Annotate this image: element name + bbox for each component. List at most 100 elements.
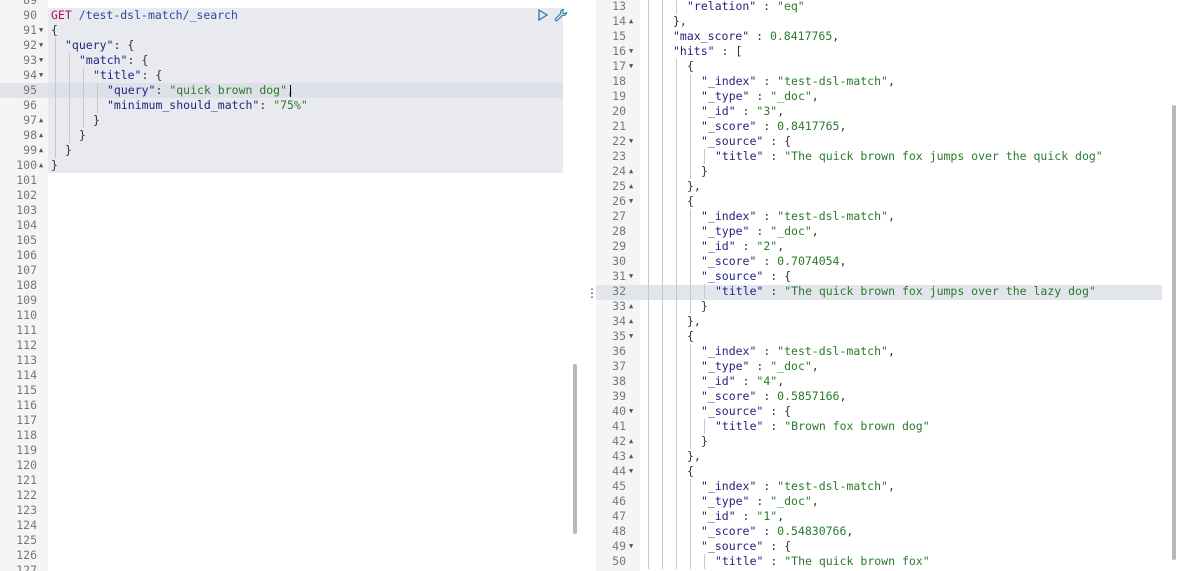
response-scrollbar[interactable] xyxy=(1172,105,1176,560)
response-line[interactable]: 34▲}, xyxy=(596,314,1178,329)
response-line[interactable]: 41"title" : "Brown fox brown dog" xyxy=(596,419,1178,434)
response-line[interactable]: 26▼{ xyxy=(596,194,1178,209)
request-line[interactable]: 122 xyxy=(0,488,580,503)
response-line[interactable]: 33▲} xyxy=(596,299,1178,314)
response-viewer[interactable]: 13"relation" : "eq"14▲},15"max_score" : … xyxy=(596,0,1178,571)
response-line[interactable]: 16▼"hits" : [ xyxy=(596,44,1178,59)
fold-open-icon[interactable]: ▼ xyxy=(629,197,634,205)
response-line[interactable]: 46"_type" : "_doc", xyxy=(596,494,1178,509)
response-line[interactable]: 49▼"_source" : { xyxy=(596,539,1178,554)
request-line[interactable]: 127 xyxy=(0,563,580,571)
request-line[interactable]: 100▲} xyxy=(0,158,580,173)
request-line[interactable]: 117 xyxy=(0,413,580,428)
request-line[interactable]: 107 xyxy=(0,263,580,278)
response-line[interactable]: 27"_index" : "test-dsl-match", xyxy=(596,209,1178,224)
request-line[interactable]: 120 xyxy=(0,458,580,473)
request-line[interactable]: 104 xyxy=(0,218,580,233)
fold-open-icon[interactable]: ▼ xyxy=(629,137,634,145)
response-line[interactable]: 47"_id" : "1", xyxy=(596,509,1178,524)
response-line[interactable]: 18"_index" : "test-dsl-match", xyxy=(596,74,1178,89)
request-line[interactable]: 111 xyxy=(0,323,580,338)
fold-open-icon[interactable]: ▼ xyxy=(629,62,634,70)
request-line[interactable]: 121 xyxy=(0,473,580,488)
request-line[interactable]: 101 xyxy=(0,173,580,188)
response-line[interactable]: 23"title" : "The quick brown fox jumps o… xyxy=(596,149,1178,164)
request-line[interactable]: 93▼"match": { xyxy=(0,53,580,68)
fold-open-icon[interactable]: ▼ xyxy=(39,41,44,49)
response-line[interactable]: 24▲} xyxy=(596,164,1178,179)
response-line[interactable]: 30"_score" : 0.7074054, xyxy=(596,254,1178,269)
request-line[interactable]: 102 xyxy=(0,188,580,203)
request-line[interactable]: 95"query": "quick brown dog", xyxy=(0,83,580,98)
response-line[interactable]: 38"_id" : "4", xyxy=(596,374,1178,389)
fold-open-icon[interactable]: ▼ xyxy=(39,71,44,79)
request-line[interactable]: 124 xyxy=(0,518,580,533)
request-line[interactable]: 112 xyxy=(0,338,580,353)
response-line[interactable]: 20"_id" : "3", xyxy=(596,104,1178,119)
request-line[interactable]: 119 xyxy=(0,443,580,458)
request-line[interactable]: 125 xyxy=(0,533,580,548)
request-line[interactable]: 94▼"title": { xyxy=(0,68,580,83)
response-line[interactable]: 36"_index" : "test-dsl-match", xyxy=(596,344,1178,359)
response-line[interactable]: 15"max_score" : 0.8417765, xyxy=(596,29,1178,44)
response-line[interactable]: 19"_type" : "_doc", xyxy=(596,89,1178,104)
fold-open-icon[interactable]: ▼ xyxy=(629,47,634,55)
response-line[interactable]: 32"title" : "The quick brown fox jumps o… xyxy=(596,284,1178,299)
response-line[interactable]: 42▲} xyxy=(596,434,1178,449)
request-line[interactable]: 89 xyxy=(0,0,580,8)
fold-open-icon[interactable]: ▼ xyxy=(629,272,634,280)
response-line[interactable]: 43▲}, xyxy=(596,449,1178,464)
fold-close-icon[interactable]: ▲ xyxy=(39,161,44,169)
fold-open-icon[interactable]: ▼ xyxy=(629,332,634,340)
wrench-icon[interactable] xyxy=(554,8,568,22)
response-line[interactable]: 14▲}, xyxy=(596,14,1178,29)
response-line[interactable]: 28"_type" : "_doc", xyxy=(596,224,1178,239)
response-line[interactable]: 45"_index" : "test-dsl-match", xyxy=(596,479,1178,494)
fold-open-icon[interactable]: ▼ xyxy=(629,467,634,475)
response-line[interactable]: 39"_score" : 0.5857166, xyxy=(596,389,1178,404)
request-line[interactable]: 113 xyxy=(0,353,580,368)
request-line[interactable]: 103 xyxy=(0,203,580,218)
fold-open-icon[interactable]: ▼ xyxy=(629,542,634,550)
fold-open-icon[interactable]: ▼ xyxy=(39,26,44,34)
request-scrollbar[interactable] xyxy=(573,364,577,534)
request-line[interactable]: 96"minimum_should_match": "75%" xyxy=(0,98,580,113)
request-line[interactable]: 126 xyxy=(0,548,580,563)
request-line[interactable]: 114 xyxy=(0,368,580,383)
request-line[interactable]: 92▼"query": { xyxy=(0,38,580,53)
fold-close-icon[interactable]: ▲ xyxy=(629,437,634,445)
fold-close-icon[interactable]: ▲ xyxy=(39,116,44,124)
response-line[interactable]: 21"_score" : 0.8417765, xyxy=(596,119,1178,134)
request-line[interactable]: 99▲} xyxy=(0,143,580,158)
request-line[interactable]: 105 xyxy=(0,233,580,248)
request-line[interactable]: 115 xyxy=(0,383,580,398)
fold-close-icon[interactable]: ▲ xyxy=(629,317,634,325)
request-line[interactable]: 110 xyxy=(0,308,580,323)
request-line[interactable]: 123 xyxy=(0,503,580,518)
response-line[interactable]: 25▲}, xyxy=(596,179,1178,194)
request-line[interactable]: 106 xyxy=(0,248,580,263)
response-line[interactable]: 31▼"_source" : { xyxy=(596,269,1178,284)
response-line[interactable]: 44▼{ xyxy=(596,464,1178,479)
response-line[interactable]: 48"_score" : 0.54830766, xyxy=(596,524,1178,539)
fold-open-icon[interactable]: ▼ xyxy=(39,56,44,64)
fold-open-icon[interactable]: ▼ xyxy=(629,407,634,415)
response-line[interactable]: 17▼{ xyxy=(596,59,1178,74)
request-line[interactable]: 108 xyxy=(0,278,580,293)
request-line[interactable]: 91▼{ xyxy=(0,23,580,38)
play-icon[interactable] xyxy=(536,8,550,22)
fold-close-icon[interactable]: ▲ xyxy=(629,17,634,25)
request-line[interactable]: 109 xyxy=(0,293,580,308)
response-line[interactable]: 13"relation" : "eq" xyxy=(596,0,1178,14)
response-line[interactable]: 35▼{ xyxy=(596,329,1178,344)
fold-close-icon[interactable]: ▲ xyxy=(629,302,634,310)
request-line[interactable]: 97▲} xyxy=(0,113,580,128)
response-line[interactable]: 29"_id" : "2", xyxy=(596,239,1178,254)
response-line[interactable]: 37"_type" : "_doc", xyxy=(596,359,1178,374)
request-line[interactable]: 116 xyxy=(0,398,580,413)
fold-close-icon[interactable]: ▲ xyxy=(39,131,44,139)
splitter-handle-icon[interactable]: ⋮ xyxy=(586,286,598,300)
response-line[interactable]: 40▼"_source" : { xyxy=(596,404,1178,419)
